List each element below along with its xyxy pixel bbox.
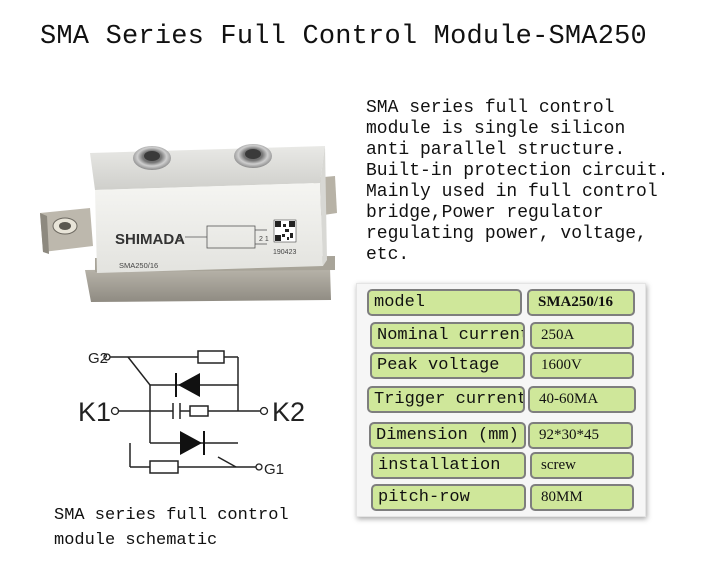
resistor-top (197, 350, 225, 364)
spec-label-current: Nominal current (370, 322, 525, 349)
svg-text:3: 3 (177, 236, 181, 243)
module-top (90, 146, 325, 190)
page-title: SMA Series Full Control Module-SMA250 (40, 22, 647, 52)
description-line: SMA series full control (366, 98, 615, 118)
spec-label-installation: installation (371, 452, 526, 479)
module-photo: SHIMADA SMA250/16 3 2 1 190423 (40, 144, 337, 302)
spec-value-current: 250A (530, 322, 634, 349)
date-code: 190423 (273, 249, 296, 256)
label-g2: G2 (88, 350, 108, 367)
spec-label-dimension: Dimension (mm) (369, 422, 526, 449)
circuit-schematic: G2 K1 K2 G1 (78, 350, 305, 478)
spec-label-text: model (374, 293, 426, 312)
spec-table: model SMA250/16 Nominal current 250A Pea… (356, 283, 646, 517)
spec-value-text: screw (541, 457, 576, 473)
spec-label-pitch: pitch-row (371, 484, 526, 511)
spec-value-pitch: 80MM (530, 484, 634, 511)
caption-line: SMA series full control (54, 506, 289, 525)
spec-value-text: SMA250/16 (538, 294, 613, 310)
terminal-g2 (103, 353, 111, 361)
description-line: module is single silicon (366, 119, 626, 139)
spec-value-dimension: 92*30*45 (528, 422, 633, 449)
spec-value-text: 80MM (541, 489, 583, 505)
terminal-k2 (259, 406, 269, 416)
spec-value-installation: screw (530, 452, 634, 479)
description-line: Mainly used in full control (366, 182, 658, 202)
terminal-g1 (255, 463, 263, 471)
description-line: anti parallel structure. (366, 140, 626, 160)
description-line: bridge,Power regulator (366, 203, 604, 223)
label-g1: G1 (264, 461, 284, 478)
spec-value-text: 250A (541, 327, 575, 343)
resistor-bottom (149, 460, 179, 474)
spec-value-text: 40-60MA (539, 391, 599, 407)
description-line: regulating power, voltage, (366, 224, 647, 244)
spec-value-voltage: 1600V (530, 352, 634, 379)
thyristor-bottom (180, 431, 202, 455)
spec-label-text: installation (378, 456, 501, 475)
spec-label-text: Trigger current (374, 390, 525, 409)
spec-label-model: model (367, 289, 522, 316)
description: SMA series full control module is single… (366, 98, 696, 266)
label-k2: K2 (272, 397, 305, 427)
spec-label-text: Peak voltage (377, 356, 500, 375)
base-plate (85, 268, 331, 302)
module-front (95, 183, 323, 273)
description-line: Built-in protection circuit. (366, 161, 669, 181)
spec-value-model: SMA250/16 (527, 289, 635, 316)
spec-label-voltage: Peak voltage (370, 352, 525, 379)
model-mark: SMA250/16 (119, 261, 158, 270)
caption-line: module schematic (54, 531, 218, 550)
spec-value-trigger: 40-60MA (528, 386, 636, 413)
spec-label-text: Nominal current (377, 326, 525, 345)
label-k1: K1 (78, 397, 111, 427)
brand-label: SHIMADA (115, 231, 185, 248)
svg-text:2 1: 2 1 (259, 236, 269, 243)
resistor-middle (189, 405, 209, 417)
terminal-k1 (110, 406, 120, 416)
spec-label-trigger: Trigger current (367, 386, 525, 413)
description-line: etc. (366, 245, 410, 265)
schematic-caption: SMA series full control module schematic (54, 503, 289, 553)
spec-label-text: Dimension (mm) (376, 426, 519, 445)
thyristor-top (178, 373, 200, 397)
spec-value-text: 92*30*45 (539, 427, 599, 443)
spec-label-text: pitch-row (378, 488, 470, 507)
spec-value-text: 1600V (541, 357, 582, 373)
